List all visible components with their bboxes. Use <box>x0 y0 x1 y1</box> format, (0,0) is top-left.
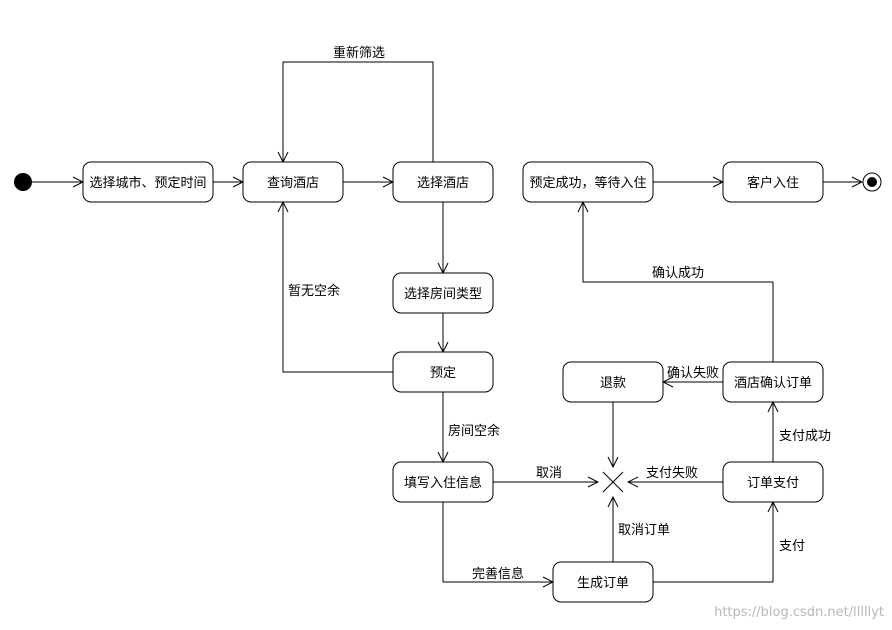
state-label: 预定成功，等待入住 <box>529 175 646 191</box>
state-select-room-type: 选择房间类型 <box>392 272 494 314</box>
label-pay-failed: 支付失败 <box>646 466 698 481</box>
state-reserve-success-wait: 预定成功，等待入住 <box>522 161 654 203</box>
state-label: 客户入住 <box>747 175 799 191</box>
label-cancel: 取消 <box>536 466 562 481</box>
edge-pay <box>653 502 773 583</box>
state-fill-checkin-info: 填写入住信息 <box>392 461 494 503</box>
label-no-vacancy: 暂无空余 <box>288 283 340 299</box>
edge-complete-info <box>442 502 553 582</box>
state-refund: 退款 <box>562 361 664 403</box>
state-query-hotel: 查询酒店 <box>242 161 344 203</box>
initial-state <box>14 173 32 191</box>
edge-confirm-success <box>583 202 774 362</box>
state-order-payment: 订单支付 <box>722 461 824 503</box>
state-label: 酒店确认订单 <box>734 376 812 391</box>
state-label: 选择酒店 <box>417 176 469 191</box>
state-label: 订单支付 <box>747 476 799 491</box>
state-label: 生成订单 <box>577 576 629 591</box>
edge-re-filter <box>283 61 434 162</box>
label-cancel-order: 取消订单 <box>618 523 670 538</box>
state-label: 选择城市、预定时间 <box>89 175 206 191</box>
state-label: 填写入住信息 <box>404 475 482 491</box>
state-generate-order: 生成订单 <box>552 561 654 603</box>
label-confirm-success: 确认成功 <box>652 266 704 281</box>
state-label: 预定 <box>430 366 456 381</box>
state-reserve: 预定 <box>392 351 494 393</box>
label-room-available: 房间空余 <box>448 423 500 439</box>
state-customer-checkin: 客户入住 <box>722 161 824 203</box>
state-label: 退款 <box>600 376 626 391</box>
label-pay: 支付 <box>779 539 805 554</box>
state-hotel-confirm-order: 酒店确认订单 <box>722 361 824 403</box>
state-select-city-time: 选择城市、预定时间 <box>82 161 214 203</box>
edge-no-vacancy <box>283 202 393 373</box>
label-complete-info: 完善信息 <box>472 566 524 582</box>
state-label: 查询酒店 <box>267 176 319 191</box>
label-pay-success: 支付成功 <box>779 429 831 444</box>
state-label: 选择房间类型 <box>404 286 482 302</box>
state-select-hotel: 选择酒店 <box>392 161 494 203</box>
terminate-icon <box>602 471 624 493</box>
label-re-filter: 重新筛选 <box>333 45 385 61</box>
final-state <box>862 172 882 192</box>
watermark: https://blog.csdn.net/lllllyt <box>714 605 884 620</box>
label-confirm-failed: 确认失败 <box>667 366 719 381</box>
